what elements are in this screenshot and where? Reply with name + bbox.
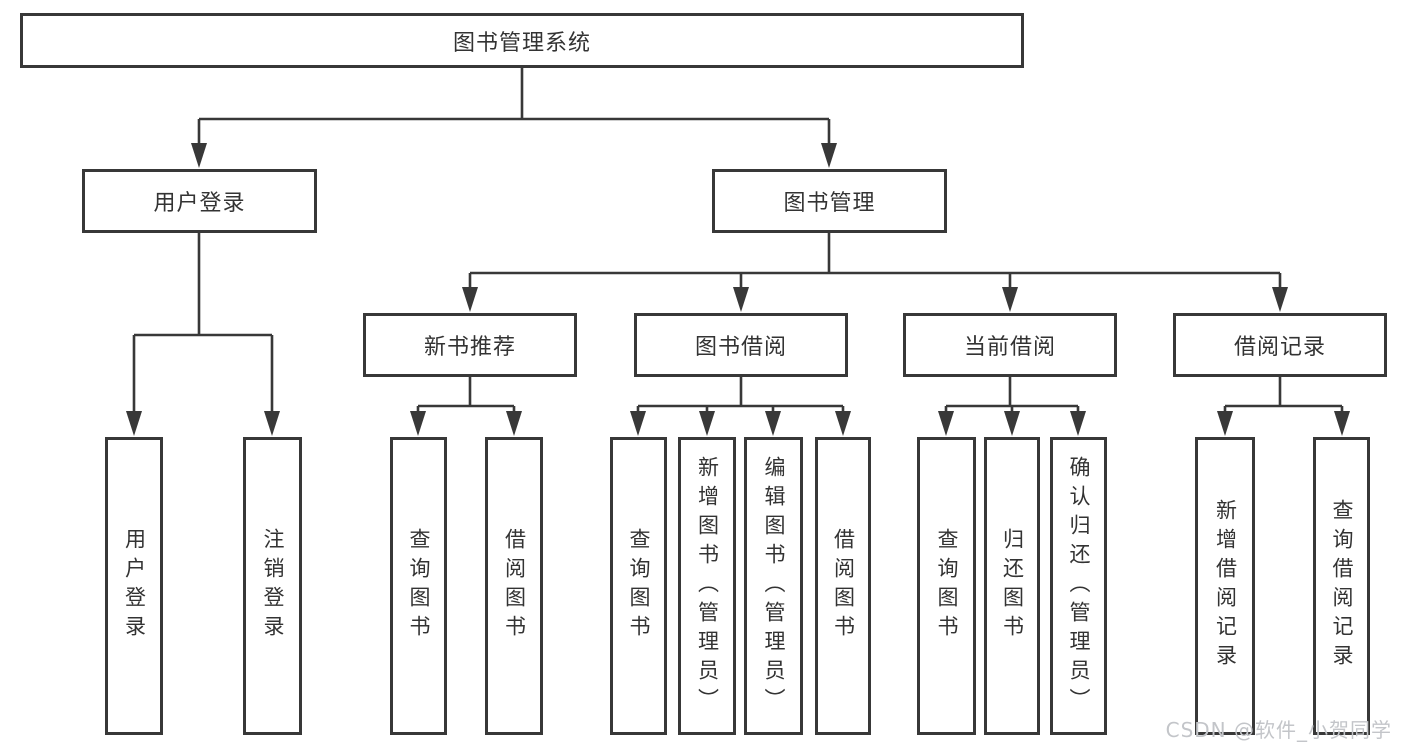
leaf-query-books-2-label: 查询图书 xyxy=(627,528,651,644)
connector-book-management-to-modules xyxy=(462,233,1288,312)
connector-book-management-path xyxy=(468,233,1282,288)
connector-borrowing-records-to-leaves xyxy=(1217,377,1350,436)
leaf-edit-books-admin: 编辑图书（管理员） xyxy=(744,437,803,735)
connector-user-login-path xyxy=(132,233,274,412)
arrowhead-to-query-borrow-record xyxy=(1334,411,1350,436)
arrowhead-to-add-books-admin xyxy=(699,411,715,436)
connector-current-borrowing-path xyxy=(944,377,1080,412)
leaf-query-books-1: 查询图书 xyxy=(390,437,447,735)
arrowhead-to-leaf-user-login xyxy=(126,411,142,436)
arrowhead-to-book-management xyxy=(821,143,837,168)
leaf-add-books-admin: 新增图书（管理员） xyxy=(678,437,736,735)
leaf-confirm-return-admin: 确认归还（管理员） xyxy=(1050,437,1107,735)
arrowhead-to-query-books-1 xyxy=(410,411,426,436)
connector-user-login-to-leaves xyxy=(126,233,280,436)
connector-current-borrowing-to-leaves xyxy=(938,377,1086,436)
node-book-management-label: 图书管理 xyxy=(783,191,876,216)
leaf-edit-books-admin-label: 编辑图书（管理员） xyxy=(762,455,786,717)
arrowhead-to-query-books-3 xyxy=(938,411,954,436)
node-borrowing-records: 借阅记录 xyxy=(1173,313,1387,377)
leaf-query-books-3-label: 查询图书 xyxy=(935,528,959,644)
leaf-return-books: 归还图书 xyxy=(984,437,1040,735)
leaf-add-borrow-record-label: 新增借阅记录 xyxy=(1213,499,1238,673)
arrowhead-to-return-books xyxy=(1004,411,1020,436)
node-root-label: 图书管理系统 xyxy=(452,30,591,56)
leaf-query-books-1-label: 查询图书 xyxy=(407,528,431,644)
node-borrowing-records-label: 借阅记录 xyxy=(1233,335,1326,360)
watermark: CSDN @软件_小贺同学 xyxy=(1165,718,1392,742)
leaf-borrow-books-1: 借阅图书 xyxy=(485,437,543,735)
arrowhead-to-add-borrow-record xyxy=(1217,411,1233,436)
node-book-borrowing-label: 图书借阅 xyxy=(694,335,787,360)
leaf-confirm-return-admin-label: 确认归还（管理员） xyxy=(1067,455,1091,717)
arrowhead-to-new-book-recommend xyxy=(462,287,478,312)
arrowhead-to-borrowing-records xyxy=(1272,287,1288,312)
node-current-borrowing: 当前借阅 xyxy=(903,313,1117,377)
arrowhead-to-leaf-logout xyxy=(264,411,280,436)
leaf-add-books-admin-label: 新增图书（管理员） xyxy=(695,455,720,717)
leaf-query-borrow-record: 查询借阅记录 xyxy=(1313,437,1370,735)
node-user-login-label: 用户登录 xyxy=(153,191,246,216)
connector-root-to-level2 xyxy=(191,67,837,168)
node-book-borrowing: 图书借阅 xyxy=(634,313,848,377)
leaf-query-books-2: 查询图书 xyxy=(610,437,667,735)
connector-book-borrowing-path xyxy=(636,377,845,412)
leaf-borrow-books-2: 借阅图书 xyxy=(815,437,871,735)
leaf-logout-label: 注销登录 xyxy=(261,528,285,644)
connector-book-borrowing-to-leaves xyxy=(630,377,851,436)
leaf-logout: 注销登录 xyxy=(243,437,302,735)
connector-borrowing-records-path xyxy=(1223,377,1344,412)
arrowhead-to-current-borrowing xyxy=(1002,287,1018,312)
node-user-login: 用户登录 xyxy=(82,169,317,233)
arrowhead-to-confirm-return-admin xyxy=(1070,411,1086,436)
node-root: 图书管理系统 xyxy=(20,13,1024,68)
node-book-management: 图书管理 xyxy=(712,169,947,233)
leaf-query-books-3: 查询图书 xyxy=(917,437,976,735)
leaf-add-borrow-record: 新增借阅记录 xyxy=(1195,437,1255,735)
node-new-book-recommend-label: 新书推荐 xyxy=(423,335,516,360)
node-new-book-recommend: 新书推荐 xyxy=(363,313,577,377)
leaf-query-borrow-record-label: 查询借阅记录 xyxy=(1330,499,1354,673)
leaf-return-books-label: 归还图书 xyxy=(1000,528,1025,644)
leaf-borrow-books-2-label: 借阅图书 xyxy=(831,528,856,644)
connector-root-path xyxy=(197,67,831,146)
arrowhead-to-borrow-books-2 xyxy=(835,411,851,436)
arrowhead-to-user-login xyxy=(191,143,207,168)
arrowhead-to-edit-books-admin xyxy=(765,411,781,436)
arrowhead-to-book-borrowing xyxy=(733,287,749,312)
node-current-borrowing-label: 当前借阅 xyxy=(963,335,1056,360)
leaf-user-login-label: 用户登录 xyxy=(122,528,147,644)
leaf-borrow-books-1-label: 借阅图书 xyxy=(502,528,527,644)
leaf-user-login: 用户登录 xyxy=(105,437,163,735)
arrowhead-to-query-books-2 xyxy=(630,411,646,436)
arrowhead-to-borrow-books-1 xyxy=(506,411,522,436)
connector-new-book-recommend-path xyxy=(416,377,516,412)
connector-new-book-recommend-to-leaves xyxy=(410,377,522,436)
